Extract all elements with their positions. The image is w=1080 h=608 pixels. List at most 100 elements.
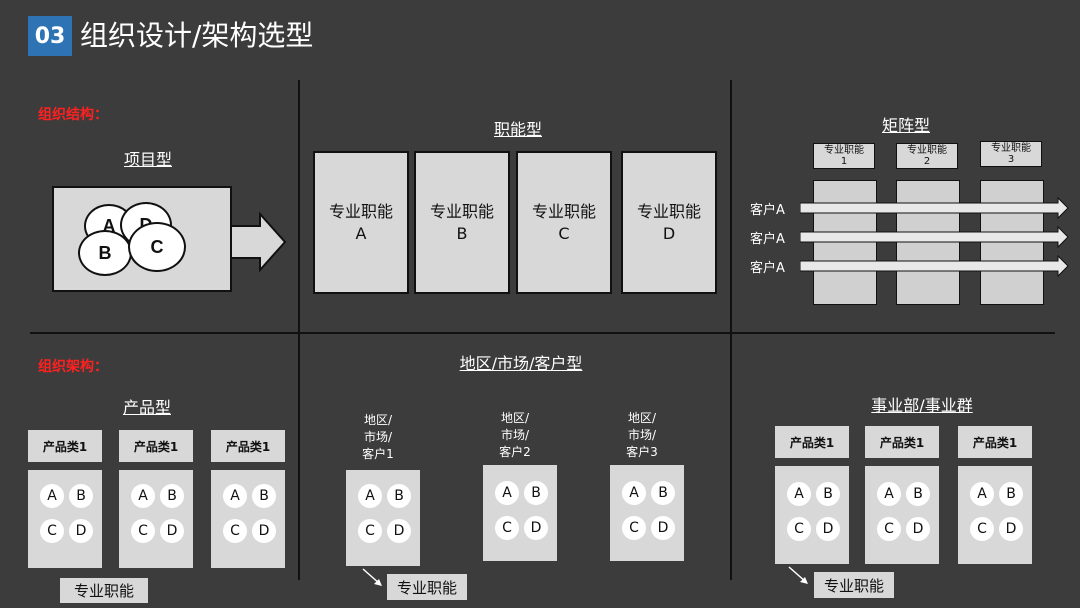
matrix-column-header-2: 专业职能 2 <box>896 143 958 169</box>
region-group-label-1: 地区/ 市场/ 客户1 <box>348 412 408 463</box>
functional-box-c: 专业职能 C <box>516 151 612 294</box>
matrix-column-number: 2 <box>923 156 931 167</box>
circle-b: B <box>651 481 675 505</box>
region-unit-2: A B C D <box>483 465 557 561</box>
region-footer-arrow-icon <box>362 568 382 586</box>
product-header-1: 产品类1 <box>28 430 102 462</box>
division-header-3: 产品类1 <box>958 426 1032 458</box>
red-note-bottom: 组织架构： <box>38 359 108 375</box>
division-footer-arrow-icon <box>788 566 808 584</box>
region-footer-label: 专业职能 <box>387 574 467 600</box>
project-box: A D B C <box>52 186 232 292</box>
functional-box-title: 专业职能 <box>328 201 393 221</box>
circle-a: A <box>358 484 382 508</box>
circle-d: D <box>69 519 93 543</box>
division-type-label: 事业部/事业群 <box>871 396 973 415</box>
circle-a: A <box>877 482 901 506</box>
matrix-row-label-2: 客户A <box>750 232 785 247</box>
circle-d: D <box>816 517 840 541</box>
circle-b: B <box>524 481 548 505</box>
circle-a: A <box>131 484 155 508</box>
region-unit-1: A B C D <box>346 470 420 566</box>
circle-b: B <box>999 482 1023 506</box>
functional-box-letter: D <box>662 223 676 243</box>
grid-divider-right <box>730 80 732 580</box>
circle-a: A <box>787 482 811 506</box>
region-label-line: 市场/ <box>500 428 530 442</box>
region-label-line: 地区/ <box>363 413 393 427</box>
division-header-1: 产品类1 <box>775 426 849 458</box>
matrix-column-title: 专业职能 <box>824 145 864 156</box>
functional-box-a: 专业职能 A <box>313 151 409 294</box>
circle-c: C <box>970 517 994 541</box>
circle-b: B <box>160 484 184 508</box>
circle-a: A <box>223 484 247 508</box>
product-footer-label: 专业职能 <box>60 578 148 603</box>
project-circle-c: C <box>128 222 186 272</box>
circle-b: B <box>69 484 93 508</box>
circle-c: C <box>131 519 155 543</box>
circle-c: C <box>787 517 811 541</box>
circle-d: D <box>651 516 675 540</box>
project-circle-b: B <box>78 230 132 276</box>
circle-c: C <box>877 517 901 541</box>
circle-d: D <box>387 519 411 543</box>
division-unit-1: A B C D <box>775 466 849 564</box>
product-header-3: 产品类1 <box>211 430 285 462</box>
matrix-column-header-3: 专业职能 3 <box>980 141 1042 167</box>
region-label-line: 市场/ <box>627 428 657 442</box>
region-group-label-3: 地区/ 市场/ 客户3 <box>612 410 672 461</box>
matrix-column-title: 专业职能 <box>907 145 947 156</box>
circle-b: B <box>906 482 930 506</box>
project-arrow-icon <box>230 212 287 272</box>
circle-b: B <box>816 482 840 506</box>
matrix-column-title: 专业职能 <box>991 143 1031 154</box>
region-label-line: 客户2 <box>499 445 531 459</box>
functional-box-title: 专业职能 <box>531 201 596 221</box>
circle-a: A <box>622 481 646 505</box>
grid-divider-left <box>298 80 300 580</box>
circle-d: D <box>160 519 184 543</box>
region-label-line: 地区/ <box>627 411 657 425</box>
functional-box-letter: B <box>456 223 468 243</box>
functional-box-title: 专业职能 <box>429 201 494 221</box>
circle-b: B <box>252 484 276 508</box>
region-group-label-2: 地区/ 市场/ 客户2 <box>485 410 545 461</box>
functional-box-title: 专业职能 <box>636 201 701 221</box>
division-unit-2: A B C D <box>865 466 939 564</box>
region-label-line: 市场/ <box>363 430 393 444</box>
circle-a: A <box>495 481 519 505</box>
circle-c: C <box>495 516 519 540</box>
functional-box-letter: A <box>355 223 367 243</box>
functional-box-letter: C <box>558 223 570 243</box>
circle-d: D <box>999 517 1023 541</box>
product-unit-2: A B C D <box>119 470 193 568</box>
circle-a: A <box>40 484 64 508</box>
functional-box-b: 专业职能 B <box>414 151 510 294</box>
region-unit-3: A B C D <box>610 465 684 561</box>
product-unit-1: A B C D <box>28 470 102 568</box>
project-type-label: 项目型 <box>123 150 172 169</box>
division-unit-3: A B C D <box>958 466 1032 564</box>
circle-c: C <box>358 519 382 543</box>
matrix-type-label: 矩阵型 <box>881 116 930 135</box>
page-title: 组织设计/架构选型 <box>80 19 314 52</box>
product-header-2: 产品类1 <box>119 430 193 462</box>
circle-c: C <box>622 516 646 540</box>
section-number-badge: 03 <box>28 16 72 56</box>
region-label-line: 客户1 <box>362 447 394 461</box>
division-header-2: 产品类1 <box>865 426 939 458</box>
grid-divider-middle <box>30 332 1055 334</box>
functional-type-label: 职能型 <box>493 120 542 139</box>
region-type-label: 地区/市场/客户型 <box>459 354 583 373</box>
division-footer-label: 专业职能 <box>814 572 894 598</box>
circle-d: D <box>524 516 548 540</box>
product-unit-3: A B C D <box>211 470 285 568</box>
circle-d: D <box>906 517 930 541</box>
matrix-column-number: 1 <box>840 156 848 167</box>
circle-c: C <box>40 519 64 543</box>
matrix-column-header-1: 专业职能 1 <box>813 143 875 169</box>
functional-box-d: 专业职能 D <box>621 151 717 294</box>
matrix-row-label-3: 客户A <box>750 261 785 276</box>
circle-a: A <box>970 482 994 506</box>
